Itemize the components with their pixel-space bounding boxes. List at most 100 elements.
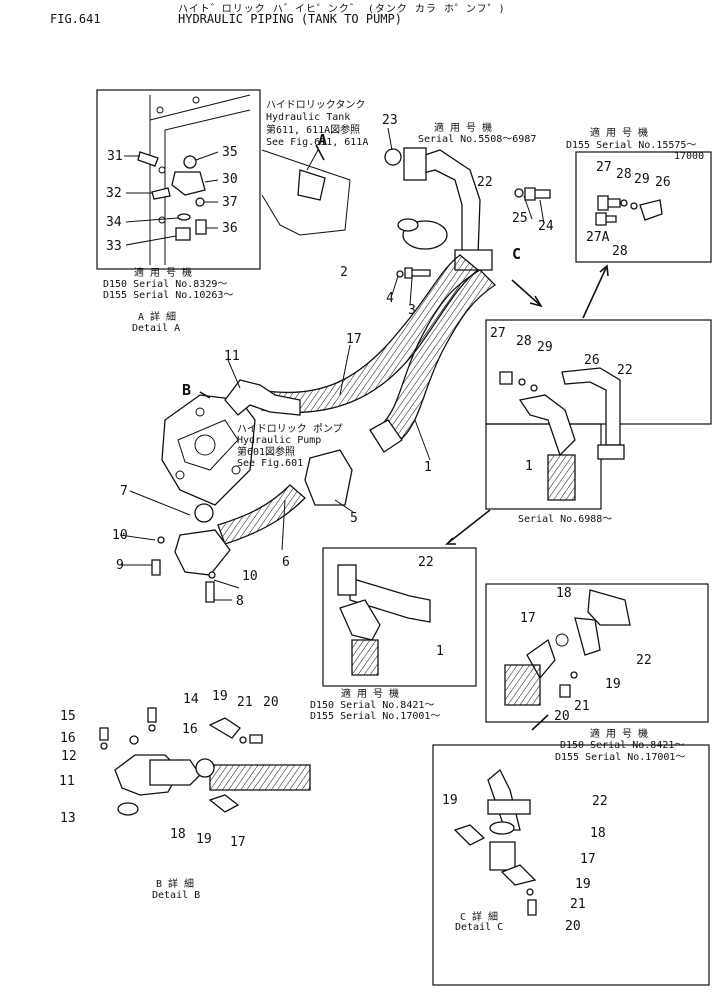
detail-c-drawing	[453, 768, 537, 916]
part-label: 20	[263, 695, 279, 710]
mid-right-variant-box-lower	[485, 423, 602, 510]
detail-c-box	[432, 744, 710, 986]
bolt-9	[151, 559, 161, 576]
figure-number: FIG.641	[50, 12, 101, 26]
part-label: 1	[525, 459, 533, 474]
svg-text:第601図参照: 第601図参照	[237, 445, 295, 458]
serial-mid-right: Serial No.6988～	[518, 514, 612, 525]
washer-25	[514, 188, 524, 198]
part-label: 27	[490, 326, 506, 341]
washer-10b	[208, 571, 216, 579]
svg-text:Serial No.5508～6987: Serial No.5508～6987	[418, 134, 536, 145]
part-label: 11	[224, 349, 240, 364]
part-label: 19	[442, 793, 458, 808]
svg-text:D155 Serial No.15575～: D155 Serial No.15575～	[566, 140, 696, 151]
part-label: 28	[612, 244, 628, 259]
part-label: 17	[346, 332, 362, 347]
title-japanese: ハイト゛ロリック ハ゛イヒ゜ンク゛ (タンク カラ ホ゜ンフ゜)	[178, 4, 506, 15]
svg-text:D155 Serial No.17001～: D155 Serial No.17001～	[310, 711, 440, 722]
svg-text:B 詳 細: B 詳 細	[156, 877, 194, 890]
part-label: 25	[512, 211, 528, 226]
figure-title: HYDRAULIC PIPING (TANK TO PUMP)	[178, 12, 402, 26]
part-label: 26	[584, 353, 600, 368]
washer-4	[396, 270, 404, 278]
svg-text:17000: 17000	[674, 151, 704, 162]
part-label: 28	[516, 334, 532, 349]
part-label: 17	[520, 611, 536, 626]
svg-text:D155 Serial No.17001～: D155 Serial No.17001～	[555, 752, 685, 763]
part-label: 20	[554, 709, 570, 724]
svg-text:C 詳 細: C 詳 細	[460, 910, 498, 923]
caption-detail-a: A 詳 細 Detail A	[132, 310, 180, 334]
part-label: 22	[592, 794, 608, 809]
part-label: 10	[242, 569, 258, 584]
o-ring-23	[384, 148, 402, 166]
part-label: 22	[418, 555, 434, 570]
part-label: 37	[222, 195, 238, 210]
part-label: 22	[636, 653, 652, 668]
part-label: 1	[424, 460, 432, 475]
variant-8421-mid-drawing	[337, 564, 431, 676]
part-label: 10	[112, 528, 128, 543]
part-label: 19	[575, 877, 591, 892]
serial-mid-center: 適 用 号 機 D150 Serial No.8421～ D155 Serial…	[310, 687, 440, 722]
svg-text:適 用 号 機: 適 用 号 機	[341, 687, 399, 700]
detail-a-box	[96, 89, 261, 270]
variant-6988-drawing	[499, 367, 625, 501]
part-label: 14	[183, 692, 199, 707]
svg-text:See Fig.601: See Fig.601	[237, 458, 303, 469]
part-label: 27A	[586, 230, 610, 245]
part-label: 23	[382, 113, 398, 128]
part-label: 15	[60, 709, 76, 724]
svg-text:Serial No.6988～: Serial No.6988～	[518, 514, 612, 525]
svg-text:第611, 611A図参照: 第611, 611A図参照	[266, 123, 360, 136]
part-label: 18	[590, 826, 606, 841]
part-label: 24	[538, 219, 554, 234]
part-label: 22	[617, 363, 633, 378]
view-a-arrow	[315, 144, 325, 161]
part-label: 29	[634, 172, 650, 187]
part-label: 35	[222, 145, 238, 160]
view-marker-c: C	[512, 245, 521, 263]
part-label: 12	[61, 749, 77, 764]
part-label: 5	[350, 511, 358, 526]
svg-text:D150 Serial No.8421～: D150 Serial No.8421～	[560, 740, 684, 751]
view-marker-b: B	[182, 381, 191, 399]
part-label: 32	[106, 186, 122, 201]
view-marker-a: A	[318, 131, 327, 149]
washer-10a	[157, 536, 165, 544]
svg-text:適 用 号 機: 適 用 号 機	[434, 121, 492, 134]
part-label: 21	[574, 699, 590, 714]
serial-top-right: 適 用 号 機 D155 Serial No.15575～ 17000	[566, 126, 704, 162]
pipe-22	[403, 147, 493, 271]
caption-detail-b: B 詳 細 Detail B	[152, 877, 200, 901]
part-label: 21	[570, 897, 586, 912]
part-label: 31	[107, 149, 123, 164]
hydraulic-pump	[161, 394, 256, 506]
part-label: 18	[556, 586, 572, 601]
part-label: 20	[565, 919, 581, 934]
arrow-to-variant-6988	[511, 279, 543, 308]
part-label: 17	[580, 852, 596, 867]
svg-text:Detail C: Detail C	[455, 922, 503, 933]
part-label: 18	[170, 827, 186, 842]
svg-text:A 詳 細: A 詳 細	[138, 310, 176, 323]
svg-text:適 用 号 機: 適 用 号 機	[590, 126, 648, 139]
o-ring-2	[397, 218, 419, 232]
part-label: 6	[282, 555, 290, 570]
part-label: 11	[59, 774, 75, 789]
svg-text:D150 Serial No.8421～: D150 Serial No.8421～	[310, 700, 434, 711]
part-label: 34	[106, 215, 122, 230]
part-label: 16	[60, 731, 76, 746]
part-label: 2	[340, 265, 348, 280]
variant-8421-lower-drawing	[504, 589, 631, 706]
top-right-variant-box	[575, 151, 712, 263]
tank-callout: ハイドロリックタンク Hydraulic Tank 第611, 611A図参照 …	[266, 99, 368, 148]
o-ring-7	[194, 503, 214, 523]
part-number-labels: 31 32 34 33 35 30 37 36 23 22 25 24 2 4 …	[59, 113, 671, 934]
part-label: 26	[655, 175, 671, 190]
hose-6	[217, 484, 306, 545]
part-label: 9	[116, 558, 124, 573]
serial-top-center: 適 用 号 機 Serial No.5508～6987	[418, 121, 536, 145]
